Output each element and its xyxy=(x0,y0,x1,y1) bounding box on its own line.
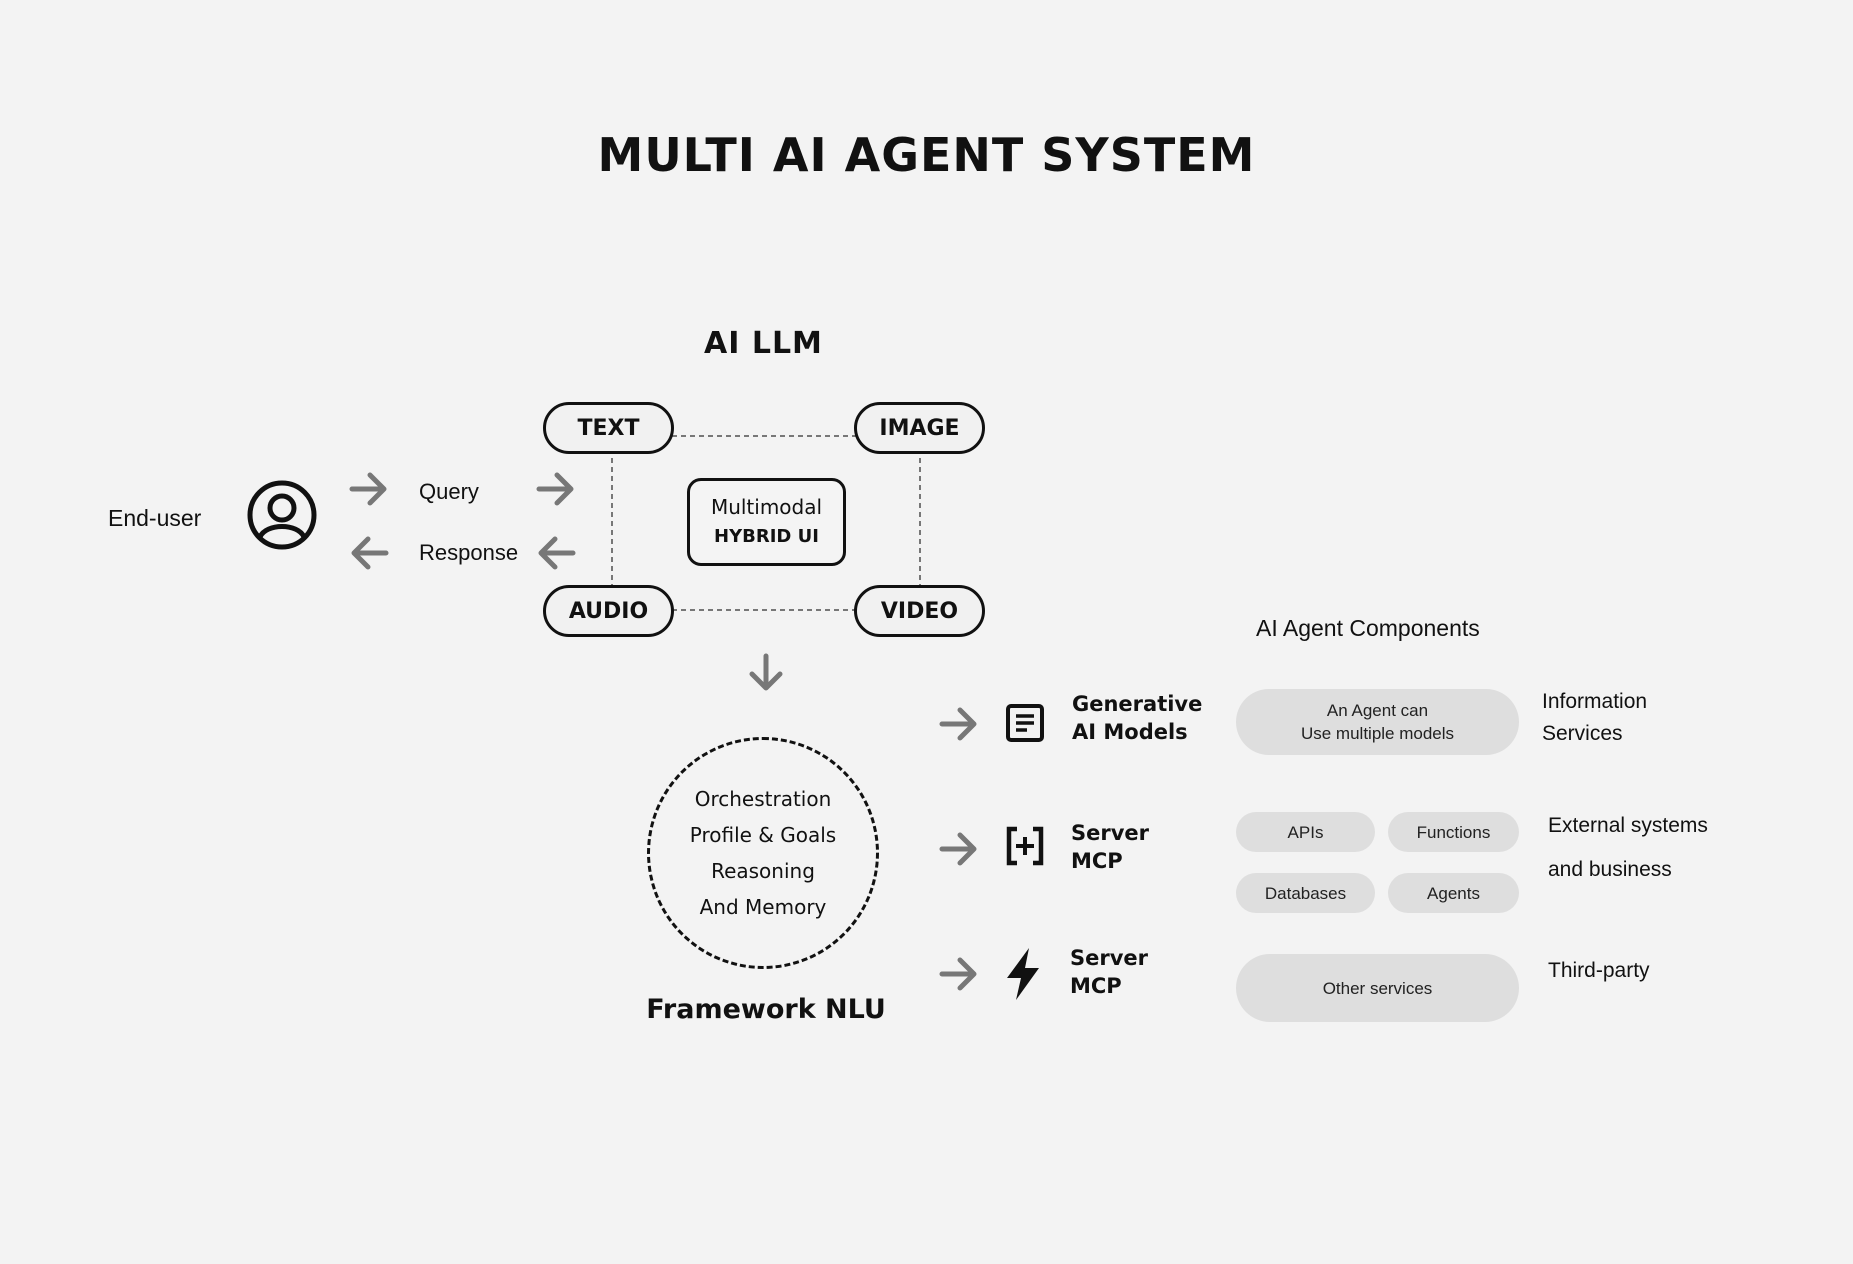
desc-line: and business xyxy=(1548,858,1672,881)
desc-line: External systems xyxy=(1548,814,1708,837)
component-title-server-mcp: Server MCP xyxy=(1070,944,1148,1000)
mode-video: VIDEO xyxy=(854,585,985,637)
tag-agents: Agents xyxy=(1388,873,1519,913)
external-systems-desc: External systems and business xyxy=(1548,804,1708,892)
component-title-line: AI Models xyxy=(1072,720,1188,744)
desc-line: Services xyxy=(1542,722,1623,745)
document-icon xyxy=(1006,704,1044,742)
query-arrow-icon xyxy=(536,472,574,506)
framework-line: Orchestration xyxy=(694,787,832,811)
page-title: MULTI AI AGENT SYSTEM xyxy=(597,128,1256,182)
tag-functions: Functions xyxy=(1388,812,1519,852)
component-title-line: Server xyxy=(1070,946,1149,970)
pill-line: Use multiple models xyxy=(1300,724,1455,743)
multimodal-label: Multimodal xyxy=(710,495,823,519)
mode-image: IMAGE xyxy=(854,402,985,454)
response-label: Response xyxy=(419,540,519,565)
mode-text: TEXT xyxy=(543,402,674,454)
component-title-server-mcp: Server MCP xyxy=(1071,819,1149,875)
component-title-line: MCP xyxy=(1070,974,1122,998)
user-avatar-icon xyxy=(247,480,317,550)
query-label: Query xyxy=(419,479,479,504)
tag-databases: Databases xyxy=(1236,873,1375,913)
third-party-desc: Third-party xyxy=(1548,959,1650,982)
response-arrow-icon xyxy=(538,536,576,570)
framework-circle: Orchestration Profile & Goals Reasoning … xyxy=(647,737,879,969)
lightning-icon xyxy=(1007,948,1039,1000)
bracket-plus-icon xyxy=(1006,826,1044,866)
mode-audio: AUDIO xyxy=(543,585,674,637)
component-title-line: Generative xyxy=(1072,692,1203,716)
component-arrow-icon xyxy=(939,957,977,991)
tag-apis: APIs xyxy=(1236,812,1375,852)
pill-line: An Agent can xyxy=(1326,701,1429,720)
desc-line: Information xyxy=(1542,690,1648,713)
multimodal-hybrid-ui-box: Multimodal HYBRID UI xyxy=(687,478,846,566)
framework-line: Profile & Goals xyxy=(689,823,837,847)
component-arrow-icon xyxy=(939,707,977,741)
framework-label: Framework NLU xyxy=(646,994,886,1025)
information-services-desc: Information Services xyxy=(1542,686,1647,750)
multiple-models-pill: An Agent can Use multiple models xyxy=(1236,689,1519,755)
component-title-line: MCP xyxy=(1071,849,1123,873)
component-arrow-icon xyxy=(939,832,977,866)
query-arrow-icon xyxy=(349,472,387,506)
framework-line: And Memory xyxy=(699,895,827,919)
response-arrow-icon xyxy=(351,536,389,570)
components-heading: AI Agent Components xyxy=(1256,615,1480,641)
component-title-line: Server xyxy=(1071,821,1150,845)
other-services-pill: Other services xyxy=(1236,954,1519,1022)
hybrid-ui-label: HYBRID UI xyxy=(714,526,819,547)
component-title-generative: Generative AI Models xyxy=(1072,690,1202,746)
down-arrow-icon xyxy=(749,653,783,691)
end-user-label: End-user xyxy=(108,505,202,531)
framework-line: Reasoning xyxy=(711,859,815,883)
ai-llm-heading: AI LLM xyxy=(704,326,823,361)
